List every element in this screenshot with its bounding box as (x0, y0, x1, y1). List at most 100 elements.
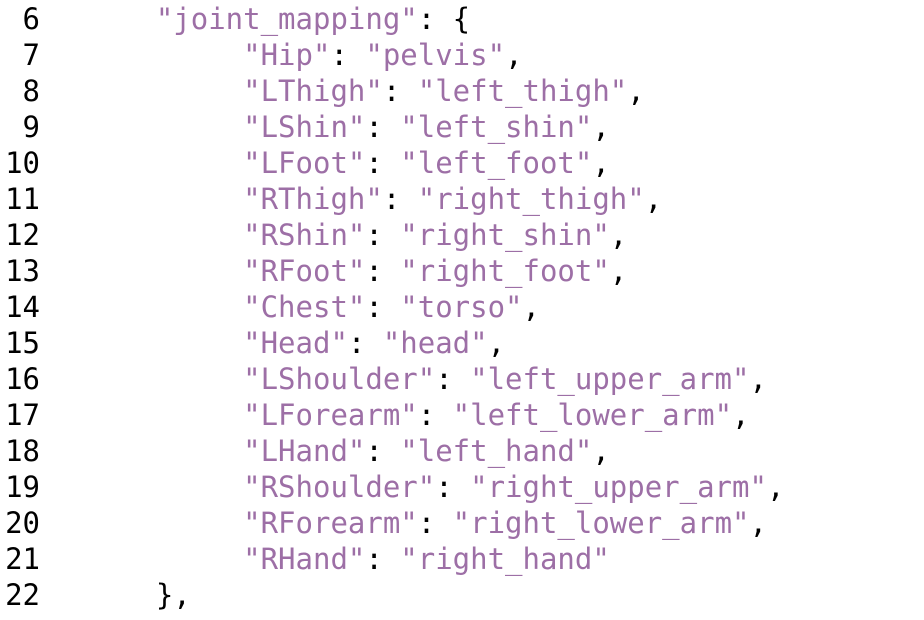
line-punctuation: , (732, 398, 750, 432)
code-indent (86, 470, 243, 504)
code-line[interactable]: 8 "LThigh": "left_thigh", (0, 73, 784, 109)
code-line[interactable]: 14 "Chest": "torso", (0, 289, 784, 325)
line-punctuation: , (487, 326, 506, 360)
code-text: "joint_mapping": { (40, 1, 470, 37)
code-line[interactable]: 10 "LFoot": "left_foot", (0, 145, 784, 181)
json-key: "RForearm" (243, 506, 418, 540)
json-key: "joint_mapping" (155, 2, 418, 36)
line-number: 7 (22, 38, 40, 72)
line-punctuation: , (609, 218, 628, 252)
json-key: "RShin" (243, 218, 366, 252)
json-value: "left_hand" (400, 434, 593, 468)
json-key: "RThigh" (243, 182, 383, 216)
code-indent (86, 398, 243, 432)
json-value: "left_lower_arm" (452, 398, 733, 432)
json-value: "pelvis" (365, 38, 506, 72)
key-separator: : (382, 74, 418, 108)
code-indent (86, 218, 243, 252)
code-line[interactable]: 7 "Hip": "pelvis", (0, 37, 784, 73)
code-text: "LHand": "left_hand", (40, 433, 610, 469)
code-indent (86, 506, 243, 540)
json-key: "Hip" (243, 38, 331, 72)
line-punctuation: , (505, 38, 523, 72)
code-line[interactable]: 16 "LShoulder": "left_upper_arm", (0, 361, 784, 397)
key-separator: : (365, 290, 401, 324)
line-number: 8 (22, 74, 40, 108)
code-line[interactable]: 12 "RShin": "right_shin", (0, 217, 784, 253)
json-value: "left_thigh" (417, 74, 628, 108)
code-line[interactable]: 20 "RForearm": "right_lower_arm", (0, 505, 784, 541)
line-punctuation: , (627, 74, 645, 108)
line-punctuation: , (609, 254, 628, 288)
code-indent (86, 362, 243, 396)
key-separator: : (417, 2, 453, 36)
line-punctuation: , (592, 434, 610, 468)
json-value: "right_lower_arm" (452, 506, 750, 540)
line-number: 17 (5, 398, 40, 432)
key-separator: : (382, 182, 418, 216)
line-number: 18 (5, 434, 40, 468)
json-key: "RHand" (243, 542, 366, 576)
json-value: "torso" (400, 290, 523, 324)
code-indent (86, 254, 243, 288)
key-separator: : (365, 542, 401, 576)
code-line[interactable]: 6 "joint_mapping": { (0, 1, 784, 37)
line-punctuation: }, (155, 578, 191, 612)
code-indent (86, 290, 243, 324)
key-separator: : (435, 362, 471, 396)
json-key: "RFoot" (243, 254, 366, 288)
json-value: "head" (382, 326, 488, 360)
code-line[interactable]: 17 "LForearm": "left_lower_arm", (0, 397, 784, 433)
json-key: "Chest" (243, 290, 366, 324)
json-key: "Head" (243, 326, 348, 360)
code-indent (86, 578, 156, 612)
json-value: "left_shin" (400, 110, 593, 144)
json-key: "LHand" (243, 434, 366, 468)
json-key: "LFoot" (243, 146, 366, 180)
json-key: "LShoulder" (243, 362, 436, 396)
code-text: "RForearm": "right_lower_arm", (40, 505, 767, 541)
line-number: 16 (5, 362, 40, 396)
code-text: "LFoot": "left_foot", (40, 145, 610, 181)
key-separator: : (330, 38, 366, 72)
json-value: "right_thigh" (417, 182, 645, 216)
line-punctuation: , (749, 362, 767, 396)
code-text: "RFoot": "right_foot", (40, 253, 627, 289)
key-separator: : (435, 470, 471, 504)
line-punctuation: , (592, 110, 610, 144)
code-line[interactable]: 9 "LShin": "left_shin", (0, 109, 784, 145)
line-number: 6 (22, 2, 40, 36)
code-indent (86, 146, 243, 180)
code-line[interactable]: 18 "LHand": "left_hand", (0, 433, 784, 469)
code-indent (86, 2, 156, 36)
code-text: "LShoulder": "left_upper_arm", (40, 361, 767, 397)
json-value: "right_hand" (400, 542, 610, 576)
json-key: "LShin" (243, 110, 366, 144)
line-punctuation: , (522, 290, 540, 324)
code-line[interactable]: 11 "RThigh": "right_thigh", (0, 181, 784, 217)
code-lines: 6 "joint_mapping": {7 "Hip": "pelvis",8 … (0, 1, 784, 613)
key-separator: : (417, 398, 453, 432)
code-line[interactable]: 13 "RFoot": "right_foot", (0, 253, 784, 289)
code-line[interactable]: 22 }, (0, 577, 784, 613)
line-number: 9 (22, 110, 40, 144)
line-punctuation: , (644, 182, 663, 216)
line-number: 12 (5, 218, 40, 252)
json-key: "RShoulder" (243, 470, 436, 504)
code-line[interactable]: 19 "RShoulder": "right_upper_arm", (0, 469, 784, 505)
line-number: 22 (5, 578, 40, 612)
line-punctuation: , (766, 470, 785, 504)
code-text: "LShin": "left_shin", (40, 109, 610, 145)
code-text: "RHand": "right_hand" (40, 541, 610, 577)
code-indent (86, 38, 243, 72)
code-indent (86, 110, 243, 144)
key-separator: : (365, 218, 401, 252)
line-number: 14 (5, 290, 40, 324)
key-separator: : (365, 146, 401, 180)
line-punctuation: { (452, 2, 471, 36)
key-separator: : (365, 254, 401, 288)
json-value: "right_upper_arm" (470, 470, 767, 504)
code-line[interactable]: 15 "Head": "head", (0, 325, 784, 361)
code-line[interactable]: 21 "RHand": "right_hand" (0, 541, 784, 577)
